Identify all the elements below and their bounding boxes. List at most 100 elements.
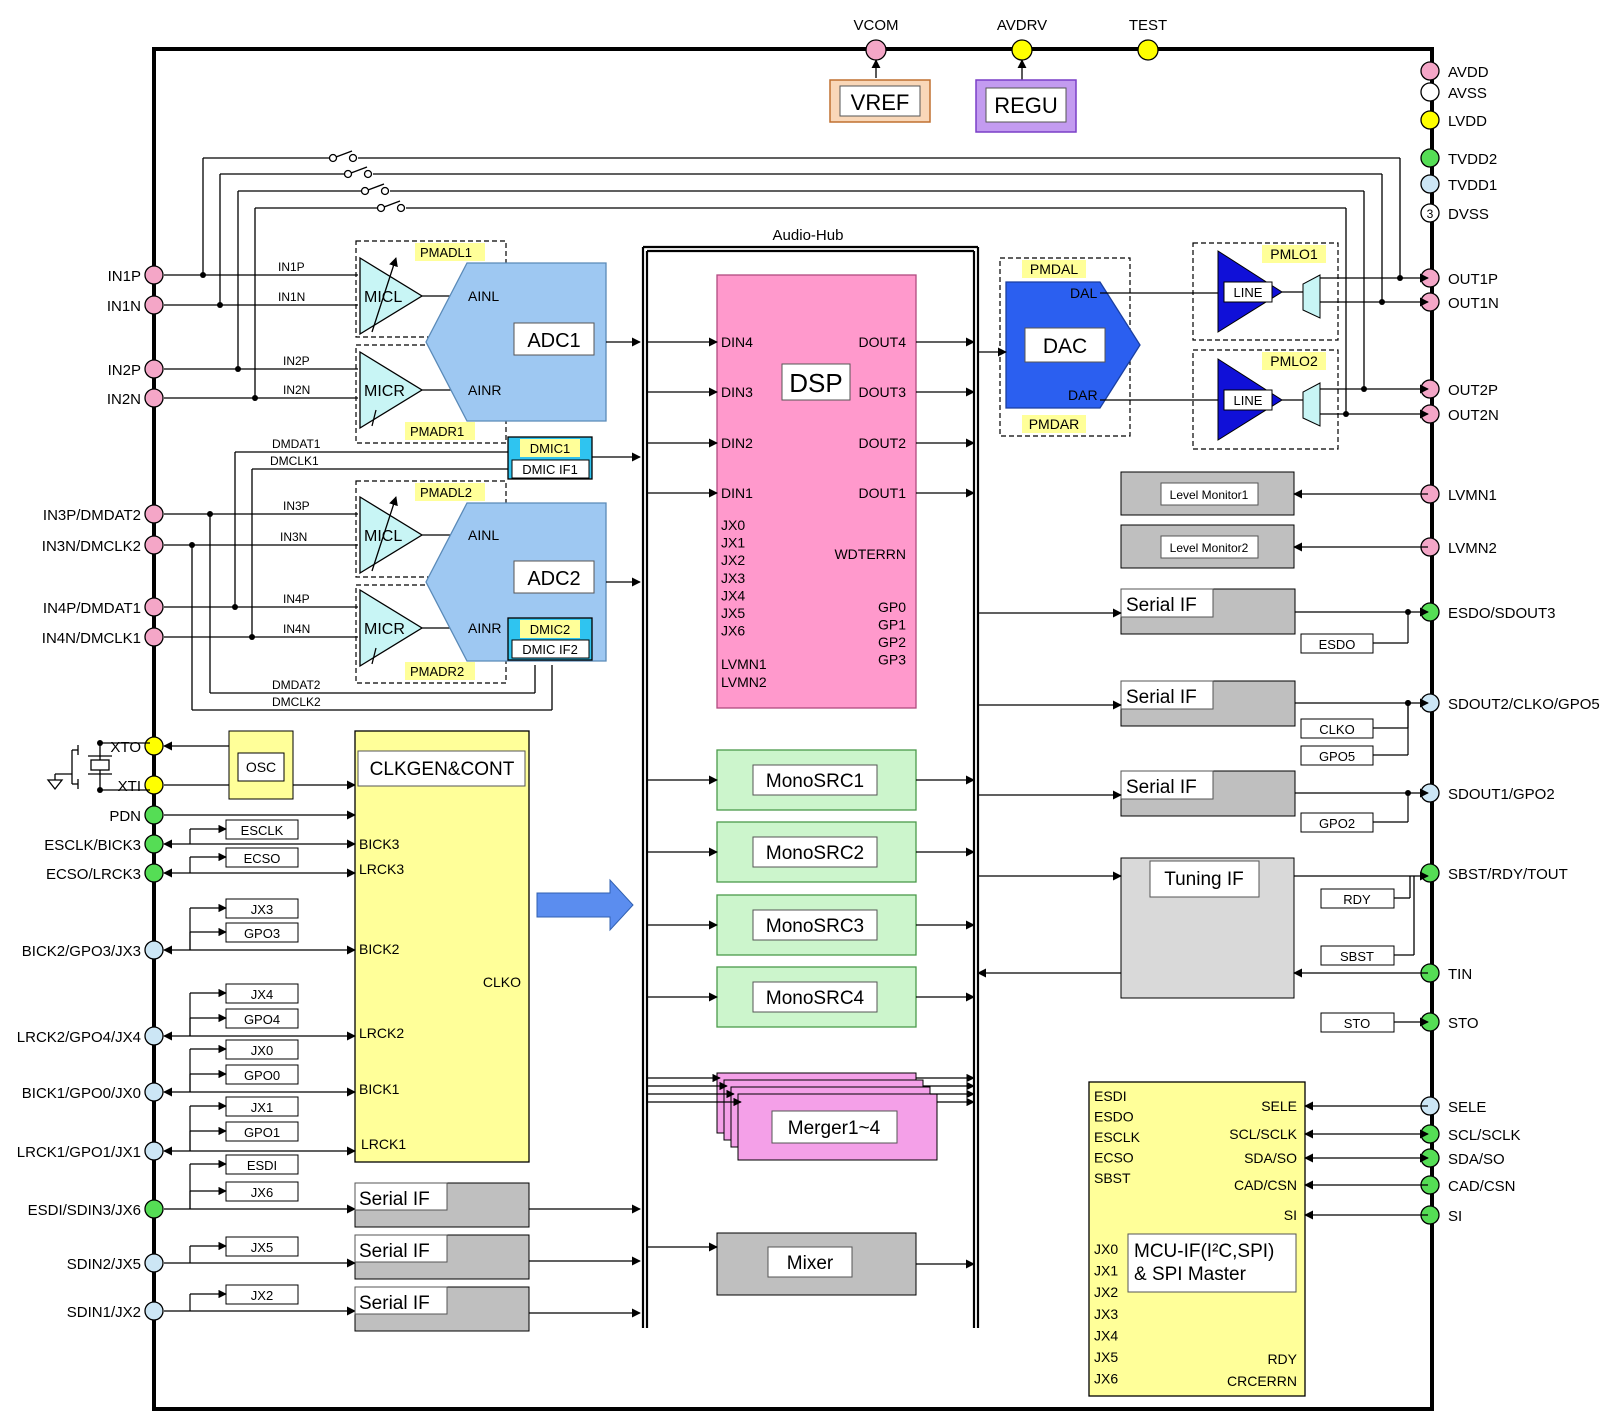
tag-gpo1: GPO1 bbox=[189, 1121, 299, 1151]
svg-text:MICR: MICR bbox=[364, 621, 405, 638]
pin-label-si: SI bbox=[1448, 1208, 1462, 1225]
svg-text:ECSO: ECSO bbox=[244, 851, 281, 866]
line-out-1: PMLO1 LINE bbox=[1192, 242, 1339, 341]
svg-text:GPO3: GPO3 bbox=[244, 926, 280, 941]
mcu-left-label: ESCLK bbox=[1094, 1129, 1141, 1145]
svg-text:Tuning IF: Tuning IF bbox=[1164, 869, 1244, 890]
serial-if-in-2: Serial IF bbox=[354, 1234, 641, 1280]
pin-in4n-dmclk1 bbox=[144, 627, 164, 647]
pin-esdi-sdin3-jx6 bbox=[144, 1199, 164, 1219]
pin-label-lrck1-gpo1-jx1: LRCK1/GPO1/JX1 bbox=[17, 1144, 141, 1161]
pin-label-esdi-sdin3-jx6: ESDI/SDIN3/JX6 bbox=[28, 1202, 141, 1219]
monosrc-label: MonoSRC2 bbox=[766, 843, 864, 864]
pin-label-out2n: OUT2N bbox=[1448, 407, 1499, 424]
pin-avss bbox=[1420, 82, 1440, 102]
dsp-output-label: DOUT3 bbox=[859, 384, 907, 400]
pin-label-in1p: IN1P bbox=[108, 268, 141, 285]
pin-label-tvdd2: TVDD2 bbox=[1448, 151, 1497, 168]
serial-if-out-2: Serial IF bbox=[978, 680, 1429, 727]
regu-label: REGU bbox=[994, 93, 1058, 118]
mixer-wires bbox=[647, 1242, 975, 1269]
svg-text:GPO2: GPO2 bbox=[1319, 816, 1355, 831]
svg-text:LRCK2: LRCK2 bbox=[359, 1025, 404, 1041]
pin-label-in3p-dmdat2: IN3P/DMDAT2 bbox=[43, 507, 141, 524]
pin-label-pdn: PDN bbox=[109, 808, 141, 825]
svg-text:JX4: JX4 bbox=[251, 987, 273, 1002]
svg-text:PMADL2: PMADL2 bbox=[420, 485, 472, 500]
dsp-input-label: DIN4 bbox=[721, 334, 753, 350]
right-pins: OUT1POUT1NOUT2POUT2NLVMN1LVMN2ESDO/SDOUT… bbox=[1420, 268, 1600, 1225]
svg-text:Merger1~4: Merger1~4 bbox=[788, 1118, 881, 1139]
mcu-jx-label: JX0 bbox=[1094, 1241, 1118, 1257]
svg-text:GPO1: GPO1 bbox=[244, 1125, 280, 1140]
mixer-block: Mixer bbox=[716, 1232, 917, 1296]
dsp-jx-label: JX0 bbox=[721, 517, 745, 533]
svg-text:CRCERRN: CRCERRN bbox=[1227, 1373, 1297, 1389]
audio-hub-bus: Audio-Hub bbox=[641, 227, 980, 1328]
svg-text:BICK3: BICK3 bbox=[359, 836, 400, 852]
svg-text:IN3P: IN3P bbox=[283, 499, 310, 513]
pin-in2p bbox=[144, 359, 164, 379]
pm-tags: PMADL1 PMADR1 PMADL2 PMADR2 bbox=[405, 243, 485, 680]
pin-xto bbox=[144, 736, 164, 756]
mcu-right-label: SI bbox=[1284, 1207, 1297, 1223]
monosrc-1: MonoSRC1 bbox=[647, 749, 975, 811]
svg-text:PMDAR: PMDAR bbox=[1029, 416, 1080, 432]
tag-jx0: JX0 bbox=[189, 1039, 299, 1092]
svg-text:DMIC2: DMIC2 bbox=[530, 622, 570, 637]
serial-if-in-1: Serial IF bbox=[354, 1182, 641, 1228]
tag-jx5: JX5 bbox=[189, 1236, 299, 1263]
pin-label-dvss: DVSS bbox=[1448, 206, 1489, 223]
serial-if-out-1: Serial IF bbox=[978, 588, 1429, 635]
svg-text:JX3: JX3 bbox=[251, 902, 273, 917]
tag-gpo4: GPO4 bbox=[189, 1008, 299, 1036]
pin-tvdd1 bbox=[1420, 174, 1440, 194]
svg-text:DMCLK2: DMCLK2 bbox=[272, 695, 321, 709]
pin-esclk-bick3 bbox=[144, 834, 164, 854]
svg-text:DMDAT1: DMDAT1 bbox=[272, 437, 321, 451]
serial-if-label: Serial IF bbox=[359, 1189, 430, 1210]
svg-text:IN2P: IN2P bbox=[283, 354, 310, 368]
pin-label-in1n: IN1N bbox=[107, 298, 141, 315]
svg-text:IN1P: IN1P bbox=[278, 260, 305, 274]
level-monitor-label: Level Monitor2 bbox=[1170, 541, 1249, 555]
dsp-jx-label: JX2 bbox=[721, 552, 745, 568]
vref-block: VREF bbox=[829, 79, 931, 123]
merger-wires bbox=[647, 1073, 975, 1107]
level-monitor-2: Level Monitor2 bbox=[1120, 524, 1428, 569]
dsp-output-label: DOUT2 bbox=[859, 435, 907, 451]
svg-text:DAR: DAR bbox=[1068, 387, 1098, 403]
dsp-gp-label: GP3 bbox=[878, 652, 906, 668]
mcu-jx-label: JX6 bbox=[1094, 1371, 1118, 1387]
level-monitor-label: Level Monitor1 bbox=[1170, 488, 1249, 502]
mcu-jx-label: JX1 bbox=[1094, 1263, 1118, 1279]
pin-label-lvmn1: LVMN1 bbox=[1448, 487, 1497, 504]
adc-to-hub bbox=[592, 337, 641, 587]
serial-if-label: Serial IF bbox=[359, 1241, 430, 1262]
pin-label-sda-so: SDA/SO bbox=[1448, 1151, 1505, 1168]
svg-text:DMIC1: DMIC1 bbox=[530, 441, 570, 456]
svg-text:GPO4: GPO4 bbox=[244, 1012, 280, 1027]
dsp-gp-label: GP1 bbox=[878, 617, 906, 633]
mcu-left-label: ESDI bbox=[1094, 1088, 1127, 1104]
pin-label-sdout2-clko-gpo5: SDOUT2/CLKO/GPO5 bbox=[1448, 696, 1600, 713]
hub-to-dac bbox=[978, 292, 1218, 401]
svg-text:PMLO2: PMLO2 bbox=[1270, 353, 1318, 369]
serial-if-in-3: Serial IF bbox=[354, 1286, 641, 1332]
monosrc-3: MonoSRC3 bbox=[647, 894, 975, 956]
pin-in4p-dmdat1 bbox=[144, 597, 164, 617]
pin-label-in4n-dmclk1: IN4N/DMCLK1 bbox=[42, 630, 141, 647]
dsp-input-label: DIN1 bbox=[721, 485, 753, 501]
svg-text:ESDI: ESDI bbox=[247, 1158, 277, 1173]
svg-text:ADC1: ADC1 bbox=[527, 330, 580, 352]
dmic-labels: DMDAT1 DMCLK1 DMDAT2 DMCLK2 bbox=[270, 437, 321, 709]
svg-text:JX2: JX2 bbox=[251, 1288, 273, 1303]
pin-dvss bbox=[1420, 203, 1440, 223]
tag-gpo0: GPO0 bbox=[189, 1064, 299, 1092]
dsp-output-label: DOUT4 bbox=[859, 334, 907, 350]
pin-label-avss: AVSS bbox=[1448, 85, 1487, 102]
tag-esdo: ESDO bbox=[1300, 609, 1411, 654]
svg-text:IN3N: IN3N bbox=[280, 530, 307, 544]
